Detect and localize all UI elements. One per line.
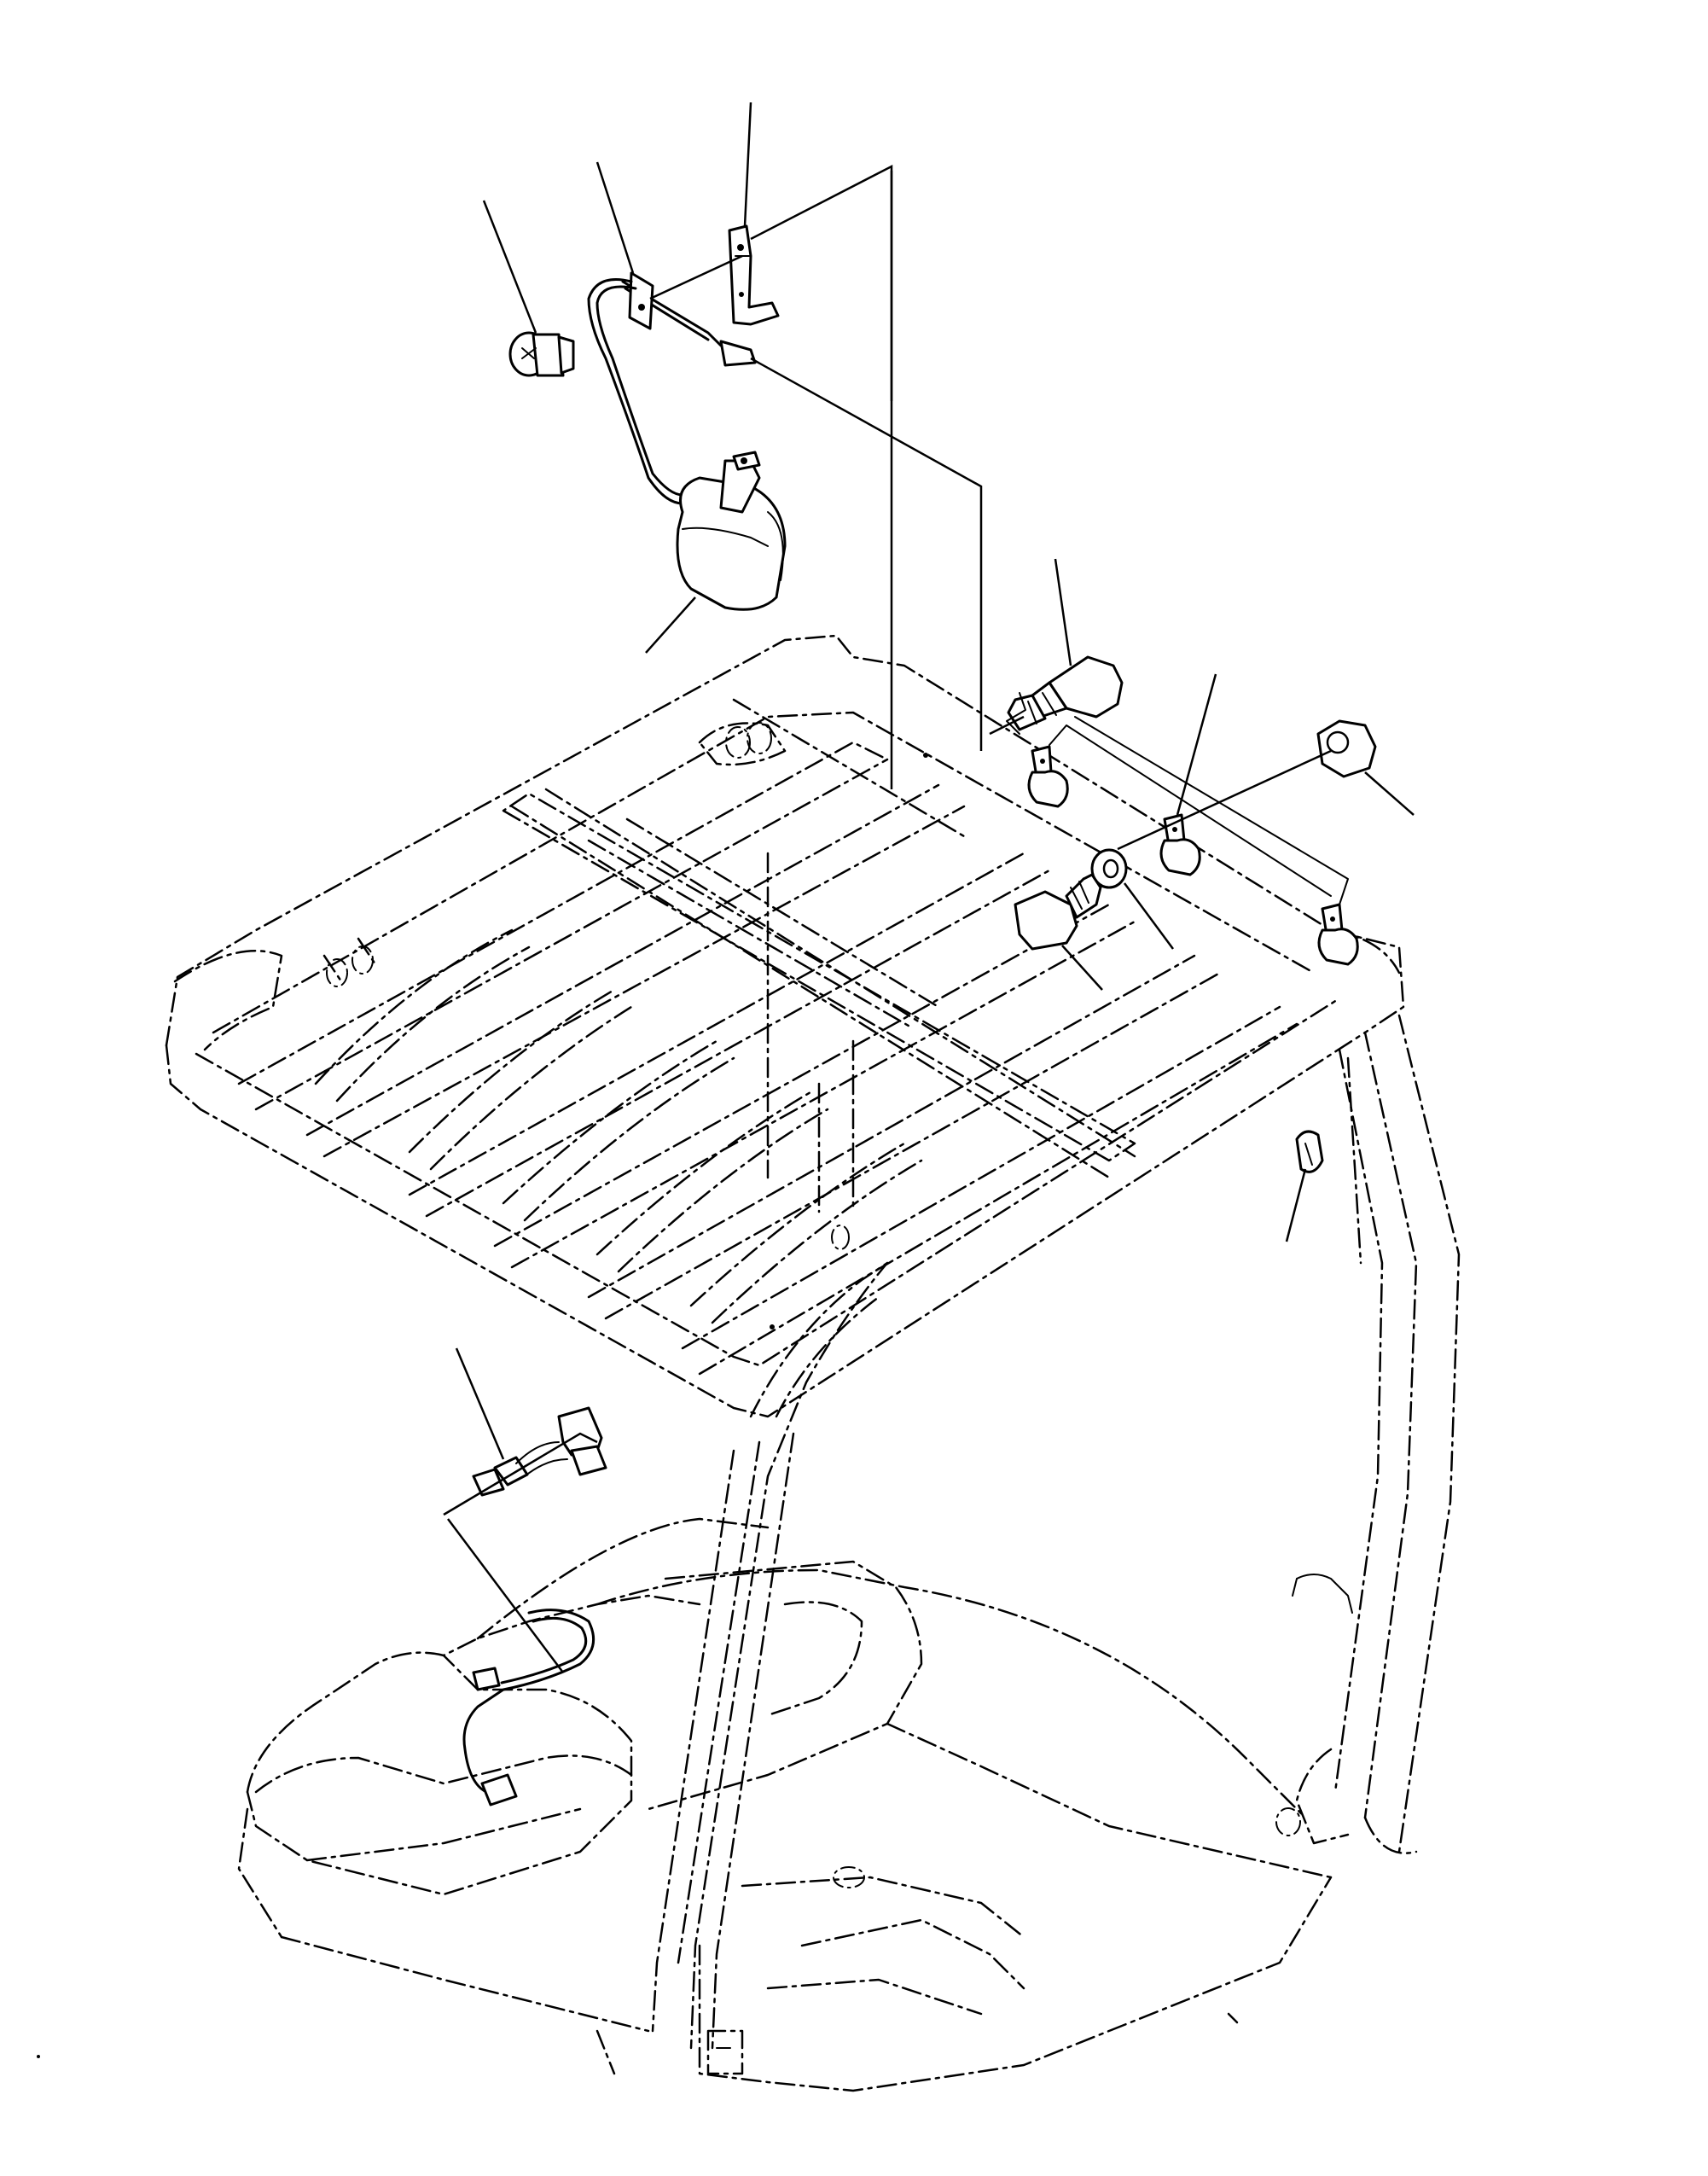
overhead-guard bbox=[165, 634, 1405, 1418]
grommet-icon bbox=[1295, 1130, 1324, 1173]
lamp-icon bbox=[676, 451, 787, 611]
bolt-icon bbox=[1006, 655, 1124, 735]
leader-lines bbox=[443, 102, 1415, 1673]
nut-icon bbox=[1316, 719, 1377, 778]
cab-body bbox=[237, 1517, 1353, 2092]
wire-harness-icon bbox=[462, 1609, 595, 1807]
washer-icon bbox=[1090, 848, 1128, 889]
bracket-icon bbox=[728, 224, 780, 326]
clamp-icon bbox=[1027, 716, 1359, 966]
connector-icon bbox=[472, 1406, 607, 1497]
bolt-icon bbox=[1014, 873, 1102, 951]
bolt-icon bbox=[508, 331, 575, 377]
rops-frame bbox=[651, 1014, 1461, 2050]
wire-harness-icon bbox=[587, 271, 757, 505]
